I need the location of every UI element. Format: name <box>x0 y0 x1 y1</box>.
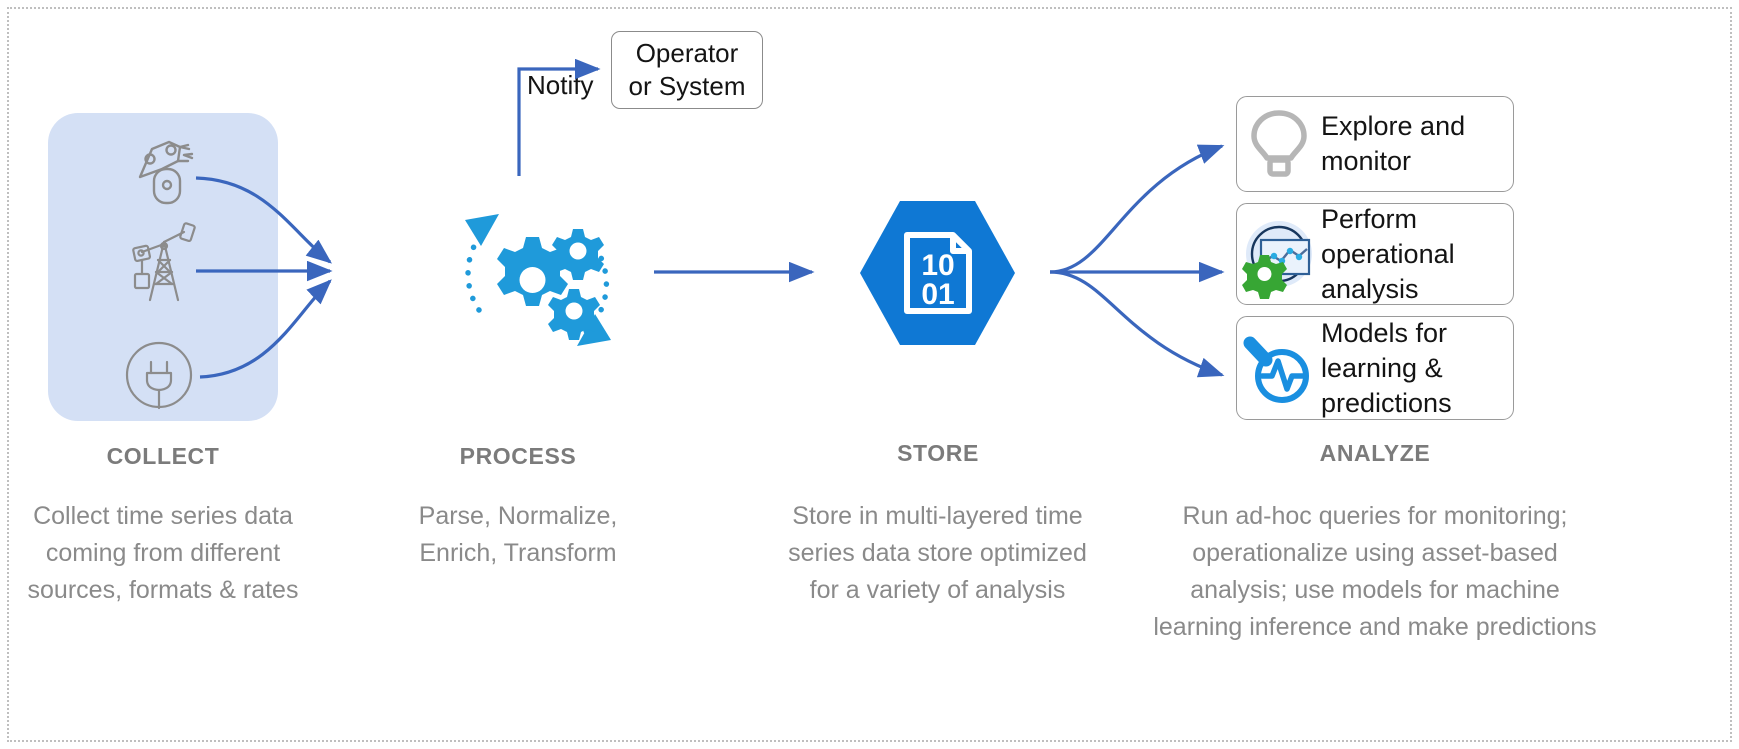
operator-or-system-box: Operator or System <box>611 31 763 109</box>
store-binary-bottom: 01 <box>921 278 954 311</box>
analyze-card-models-for-learning-and-predictions[interactable]: Models for learning & predictions <box>1236 316 1514 420</box>
stage-title-analyze: ANALYZE <box>1319 440 1431 466</box>
lightbulb-icon <box>1237 97 1321 191</box>
analyze-card-perform-operational-analysis[interactable]: Perform operational analysis <box>1236 203 1514 305</box>
stage-title-process: PROCESS <box>459 443 577 469</box>
store-binary-top: 10 <box>921 249 954 282</box>
stage-description-store: Store in multi-layered time series data … <box>788 502 1087 604</box>
notify-label: Notify <box>527 70 594 100</box>
stage-description-analyze: Run ad-hoc queries for monitoring; opera… <box>1153 502 1597 641</box>
operator-box-line-2: or System <box>628 71 746 101</box>
stage-description-process: Parse, Normalize, Enrich, Transform <box>418 502 618 567</box>
oil-derrick-icon <box>120 222 210 308</box>
stage-title-collect: COLLECT <box>106 443 220 469</box>
arrow-store-to-explore <box>1049 144 1225 274</box>
arrow-store-to-models <box>1049 270 1225 378</box>
chart-gear-icon <box>1237 204 1321 304</box>
magnifier-pulse-icon <box>1237 317 1321 419</box>
robot-arm-icon <box>122 125 208 211</box>
analyze-card-label: Models for learning & predictions <box>1321 317 1452 418</box>
hexagon-binary-document-icon: 10 01 <box>855 199 1020 347</box>
gears-cycle-icon <box>443 192 633 367</box>
stage-description-collect: Collect time series data coming from dif… <box>27 502 299 604</box>
analyze-card-explore-and-monitor[interactable]: Explore and monitor <box>1236 96 1514 192</box>
power-plug-icon <box>124 340 194 410</box>
stage-title-store: STORE <box>897 440 979 466</box>
analyze-card-label: Perform operational analysis <box>1321 203 1455 304</box>
operator-box-line-1: Operator <box>635 38 739 68</box>
analyze-card-label: Explore and monitor <box>1321 111 1466 176</box>
